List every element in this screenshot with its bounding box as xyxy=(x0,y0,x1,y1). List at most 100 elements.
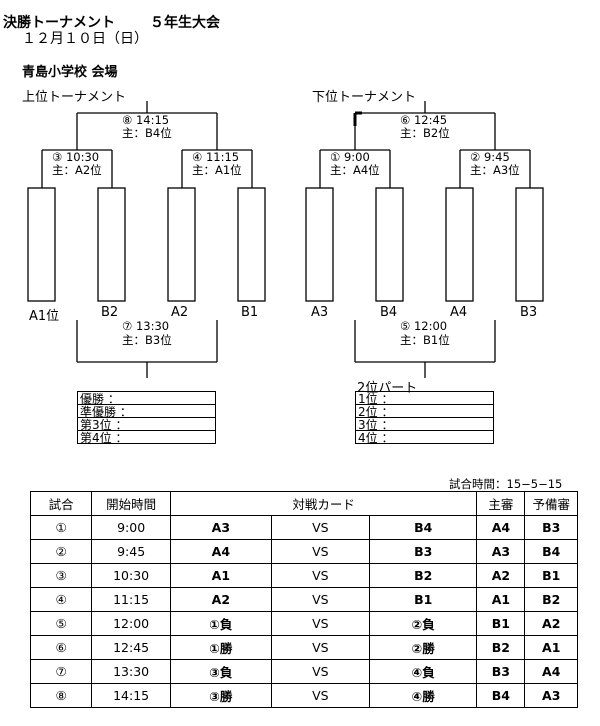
grade-label: ５年生大会 xyxy=(150,15,220,31)
lower-semi-right-time: ② 9:45 xyxy=(470,150,510,164)
referee: A1 xyxy=(476,587,526,612)
result-row-3rd: 3位 ： xyxy=(355,417,494,432)
team-a: ③勝 xyxy=(170,683,272,708)
upper-final-time: ⑧ 14:15 xyxy=(122,113,170,127)
bracket-lines xyxy=(27,101,544,378)
sub-referee: B1 xyxy=(524,563,578,588)
start-time: 12:00 xyxy=(91,611,172,636)
team-a: ③負 xyxy=(170,659,272,684)
match-time-note: 試合時間：15−5−15 xyxy=(449,477,563,491)
start-time: 9:45 xyxy=(91,539,172,564)
result-row-third: 第3位 ： xyxy=(77,417,216,432)
header-referee: 主審 xyxy=(476,491,526,516)
result-row-fourth: 第4位 ： xyxy=(77,430,216,445)
start-time: 12:45 xyxy=(91,635,172,660)
start-time: 14:15 xyxy=(91,683,172,708)
sub-referee: A2 xyxy=(524,611,578,636)
venue-label: 青島小学校 会場 xyxy=(22,65,118,80)
referee: B1 xyxy=(476,611,526,636)
team-a: ①負 xyxy=(170,611,272,636)
upper-tournament-label: 上位トーナメント xyxy=(22,90,127,105)
start-time: 9:00 xyxy=(91,515,172,540)
team-b: ②負 xyxy=(369,611,478,636)
match-number: ⑤ xyxy=(29,611,93,636)
upper-results-box: 優勝 ： 準優勝 ： 第3位 ： 第4位 ： xyxy=(77,391,216,445)
upper-third-ref: 主：B3位 xyxy=(122,333,172,347)
vs-label: VS xyxy=(270,659,371,684)
date-label: １２月１０日（日） xyxy=(22,31,148,47)
match-number: ③ xyxy=(29,563,93,588)
result-row-runner-up: 準優勝 ： xyxy=(77,404,216,419)
lower-final-time: ⑥ 12:45 xyxy=(400,113,448,127)
result-row-2nd: 2位 ： xyxy=(355,404,494,419)
team-a: A1 xyxy=(170,563,272,588)
page-title: 決勝トーナメント xyxy=(3,15,115,31)
lower-third-ref: 主：B1位 xyxy=(400,333,450,347)
header-match: 試合 xyxy=(29,491,93,516)
result-row-1st: 1位 ： xyxy=(355,391,494,406)
vs-label: VS xyxy=(270,683,371,708)
team-b: ④勝 xyxy=(369,683,478,708)
referee: B2 xyxy=(476,635,526,660)
referee: B3 xyxy=(476,659,526,684)
team-a: ①勝 xyxy=(170,635,272,660)
team-a: A4 xyxy=(170,539,272,564)
upper-semi-left-time: ③ 10:30 xyxy=(52,150,100,164)
start-time: 11:15 xyxy=(91,587,172,612)
upper-semi-right-ref: 主：A1位 xyxy=(192,163,242,177)
match-number: ⑥ xyxy=(29,635,93,660)
vs-label: VS xyxy=(270,515,371,540)
upper-third-time: ⑦ 13:30 xyxy=(122,319,170,333)
header-matchup: 対戦カード xyxy=(170,491,478,516)
match-number: ⑦ xyxy=(29,659,93,684)
lower-final-ref: 主：B2位 xyxy=(400,126,450,140)
sub-referee: B2 xyxy=(524,587,578,612)
referee: B4 xyxy=(476,683,526,708)
match-number: ② xyxy=(29,539,93,564)
team-b: ④負 xyxy=(369,659,478,684)
lower-tournament-label: 下位トーナメント xyxy=(312,90,417,105)
referee: A2 xyxy=(476,563,526,588)
team-b: B1 xyxy=(369,587,478,612)
lower-team-4: B3 xyxy=(520,305,538,320)
header-start-time: 開始時間 xyxy=(91,491,172,516)
vs-label: VS xyxy=(270,563,371,588)
sub-referee: B3 xyxy=(524,515,578,540)
team-b: B3 xyxy=(369,539,478,564)
lower-semi-left-ref: 主：A4位 xyxy=(330,163,380,177)
result-row-4th: 4位 ： xyxy=(355,430,494,445)
header-sub-referee: 予備審 xyxy=(524,491,578,516)
referee: A4 xyxy=(476,515,526,540)
lower-semi-left-time: ① 9:00 xyxy=(330,150,370,164)
sub-referee: A3 xyxy=(524,683,578,708)
upper-team-4: B1 xyxy=(241,305,259,320)
vs-label: VS xyxy=(270,635,371,660)
upper-semi-left-ref: 主：A2位 xyxy=(52,163,102,177)
team-b: B4 xyxy=(369,515,478,540)
team-b: B2 xyxy=(369,563,478,588)
result-row-champion: 優勝 ： xyxy=(77,391,216,406)
vs-label: VS xyxy=(270,611,371,636)
lower-third-time: ⑤ 12:00 xyxy=(400,319,448,333)
upper-team-1: A1位 xyxy=(29,309,60,324)
match-number: ④ xyxy=(29,587,93,612)
table-header-row: 試合 開始時間 対戦カード 主審 予備審 xyxy=(29,491,578,516)
sub-referee: A1 xyxy=(524,635,578,660)
upper-semi-right-time: ④ 11:15 xyxy=(192,150,240,164)
lower-team-1: A3 xyxy=(311,305,329,320)
sub-referee: B4 xyxy=(524,539,578,564)
match-number: ⑧ xyxy=(29,683,93,708)
second-part-label: 2位パート xyxy=(357,381,418,396)
team-a: A3 xyxy=(170,515,272,540)
lower-semi-right-ref: 主：A3位 xyxy=(470,163,520,177)
lower-team-2: B4 xyxy=(380,305,398,320)
start-time: 10:30 xyxy=(91,563,172,588)
